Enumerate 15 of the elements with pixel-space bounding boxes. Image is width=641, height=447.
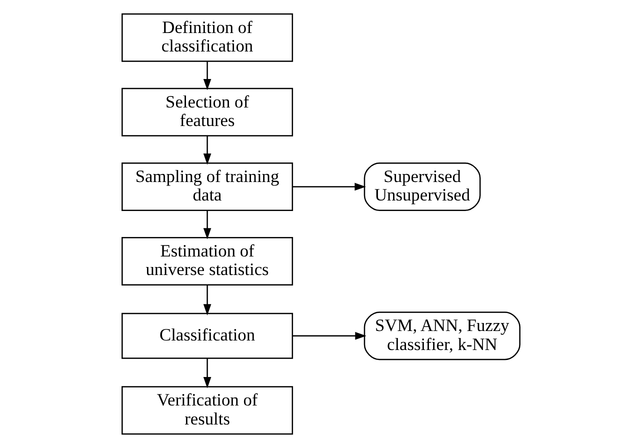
node-box: Definition of classification xyxy=(121,12,293,62)
arrow xyxy=(202,358,211,388)
arrow xyxy=(202,210,211,239)
arrow xyxy=(292,331,366,340)
arrow xyxy=(202,284,211,315)
node-box: Supervised Unsupervised xyxy=(363,162,480,210)
node-box: Verification of results xyxy=(121,386,293,434)
arrow xyxy=(202,135,211,164)
arrow xyxy=(202,60,211,90)
node-box: SVM, ANN, Fuzzy classifier, k-NN xyxy=(363,311,520,360)
node-box: Classification xyxy=(121,312,293,358)
node-box: Estimation of universe statistics xyxy=(121,236,293,286)
arrow xyxy=(292,182,366,190)
node-box: Sampling of training data xyxy=(121,162,293,210)
node-box: Selection of features xyxy=(121,87,293,136)
